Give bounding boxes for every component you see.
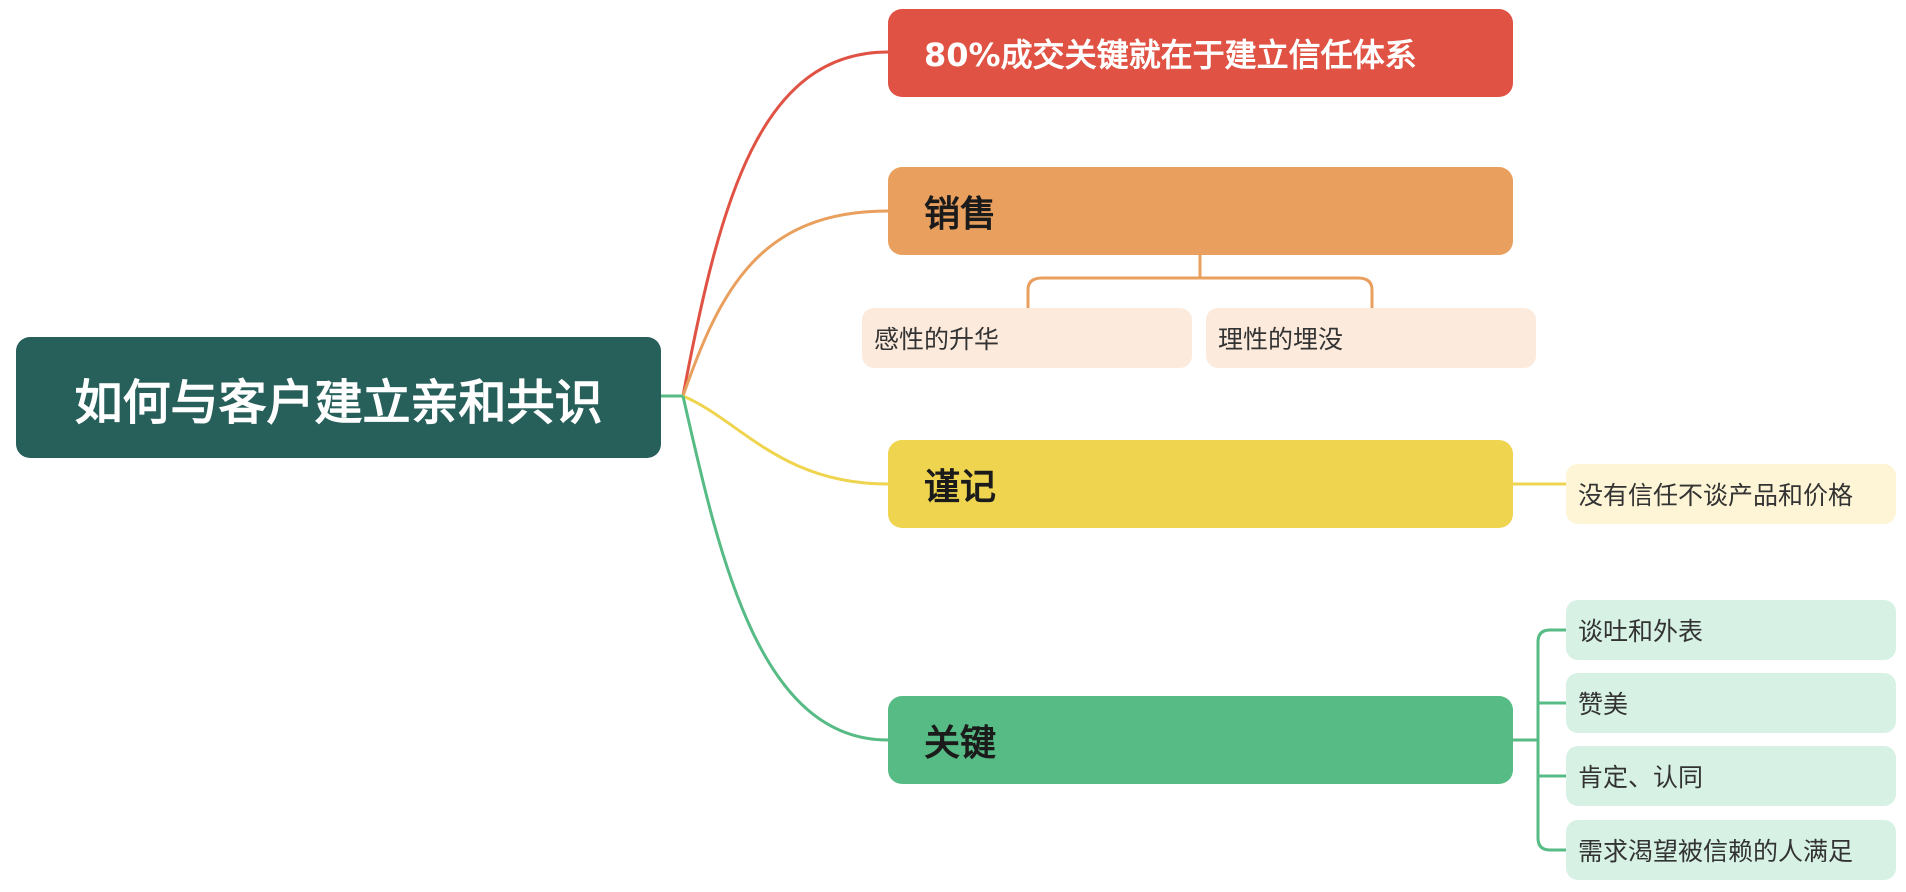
leaf-emotional-sublimation-label: 感性的升华 bbox=[874, 325, 1000, 354]
leaf-need-trusted-person-label: 需求渴望被信赖的人满足 bbox=[1578, 837, 1854, 866]
leaf-affirm-agree-label: 肯定、认同 bbox=[1578, 763, 1704, 792]
branch-sales[interactable]: 销售 bbox=[888, 167, 1513, 255]
branch-remember[interactable]: 谨记 bbox=[888, 440, 1513, 528]
branch-key-label: 关键 bbox=[924, 723, 997, 764]
leaf-no-trust-no-talk-label: 没有信任不谈产品和价格 bbox=[1578, 481, 1854, 510]
leaf-speech-appearance-label: 谈吐和外表 bbox=[1578, 617, 1704, 646]
root-topic[interactable]: 如何与客户建立亲和共识 bbox=[16, 337, 661, 458]
leaf-need-trusted-person[interactable]: 需求渴望被信赖的人满足 bbox=[1566, 820, 1896, 880]
leaf-praise-label: 赞美 bbox=[1578, 690, 1629, 719]
leaf-emotional-sublimation[interactable]: 感性的升华 bbox=[862, 308, 1192, 368]
branch-sales-label: 销售 bbox=[924, 194, 997, 235]
link-root-to-branch-3 bbox=[682, 394, 889, 486]
root-topic-label: 如何与客户建立亲和共识 bbox=[74, 374, 603, 431]
link-key-children bbox=[1513, 628, 1566, 852]
link-sales-children bbox=[1026, 255, 1374, 308]
branch-trust-system-label: 80%成交关键就在于建立信任体系 bbox=[924, 36, 1417, 74]
link-root-to-branch-2 bbox=[681, 209, 889, 397]
leaf-rational-burial-label: 理性的埋没 bbox=[1218, 325, 1344, 354]
leaf-affirm-agree[interactable]: 肯定、认同 bbox=[1566, 746, 1896, 806]
leaf-speech-appearance[interactable]: 谈吐和外表 bbox=[1566, 600, 1896, 660]
leaf-rational-burial[interactable]: 理性的埋没 bbox=[1206, 308, 1536, 368]
branch-remember-label: 谨记 bbox=[924, 467, 997, 508]
branch-key[interactable]: 关键 bbox=[888, 696, 1513, 784]
branch-trust-system[interactable]: 80%成交关键就在于建立信任体系 bbox=[888, 9, 1513, 97]
leaf-no-trust-no-talk[interactable]: 没有信任不谈产品和价格 bbox=[1566, 464, 1896, 524]
link-root-to-branch-1 bbox=[681, 50, 889, 397]
leaf-praise[interactable]: 赞美 bbox=[1566, 673, 1896, 733]
link-root-to-branch-4 bbox=[681, 395, 889, 742]
